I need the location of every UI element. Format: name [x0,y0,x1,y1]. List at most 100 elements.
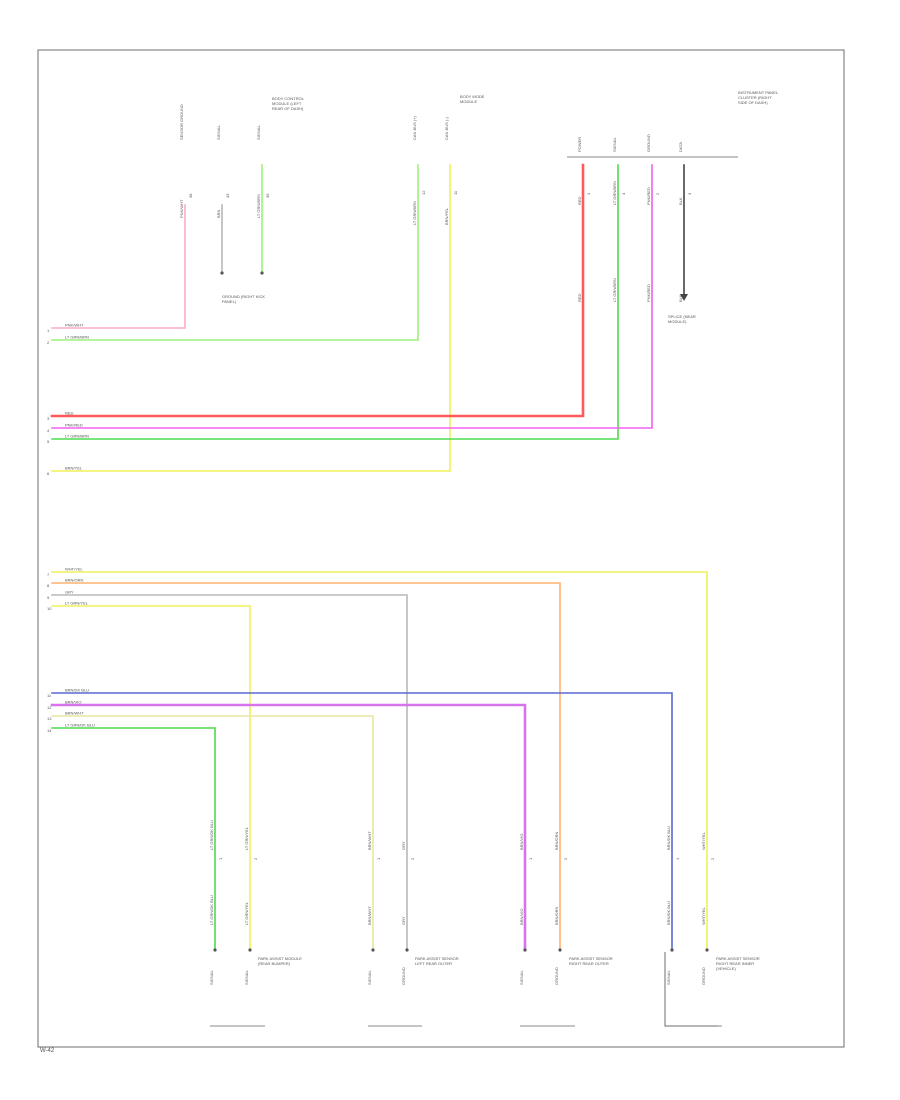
sensor-pin-wire-lower: BRN/WHT [367,906,372,925]
sensor-pin-wire-lower: BRN/ORN [554,906,559,925]
tl-pin-num: 38 [188,193,193,198]
left-wire-number: 6 [47,471,50,476]
sensor-pin-num: 2 [563,857,568,860]
tr-pin-wire-lower: BLK [678,294,683,302]
splice-arrow [680,294,688,301]
tl-pin-label: SIGNAL [256,125,261,140]
sensor-pin-wire: BRN/WHT [367,831,372,850]
tr-pin-wire-lower: PNK/RED [646,284,651,302]
wire-lt-grn-yel-10 [51,605,251,951]
wire-pnk-red-4 [51,164,653,429]
wire-brn-yel-11 [51,164,451,472]
sensor-pin-num: 1 [218,857,223,860]
left-wire-label: PNK/RED [65,423,83,428]
sensor-pin-num: 2 [410,857,415,860]
sensor-pin-label: GROUND [401,967,406,985]
corner-label: W-42 [40,1048,55,1054]
left-wire-number: 13 [47,716,52,721]
wire-brn-wht-13 [51,715,374,951]
sensor-pin [371,948,375,952]
tr-pin-num: 4 [621,192,626,195]
sensor-pin-label: SIGNAL [519,970,524,985]
sensor-pin [558,948,562,952]
tl-pin-label: SENSOR GROUND [179,104,184,140]
sensor-title: PARK ASSIST MODULE(REAR BUMPER) [258,956,302,966]
sensor-pin-wire-lower: BRN/VIO [519,909,524,925]
tl-pin-wire: BRN [216,209,221,218]
tl-pin-num: 36 [265,193,270,198]
left-wire-number: 4 [47,428,50,433]
tm-pin-wire: LT GRN/BRN [412,201,417,225]
tl-pin-label: SIGNAL [216,125,221,140]
tr-pin-wire: LT GRN/BRN [612,181,617,205]
left-wire-number: 14 [47,728,52,733]
left-wire-number: 12 [47,705,52,710]
sensor-pin [523,948,527,952]
left-wire-number: 11 [47,693,52,698]
tm-pin-label: CAN BUS (-) [444,116,449,140]
left-wire-label: LT GRN/BRN [65,434,89,439]
left-wire-label: BRN/ORN [65,578,84,583]
sensor-pin-num: 2 [710,857,715,860]
sensor-pin-wire-lower: WHT/YEL [701,906,706,925]
sensor-pin-wire-lower: GRY [401,916,406,925]
sensor-pin-num: 1 [376,857,381,860]
wire-gry-9 [51,594,408,951]
sensor-pin [670,948,674,952]
left-wire-label: BRN/VIO [65,700,81,705]
left-wire-label: PNK/WHT [65,323,84,328]
tr-pin-label: DATA [678,142,683,152]
wire-lt-grn-brn-5 [51,164,619,440]
left-wire-number: 2 [47,340,50,345]
sensor-pin-wire: GRY [401,841,406,850]
tm-pin-num: 12 [421,190,426,195]
tr-pin-label: POWER [577,137,582,152]
tr-pin-label: SIGNAL [612,137,617,152]
sensor-pin-label: SIGNAL [367,970,372,985]
wire-pnk-wht-1 [51,204,186,329]
tr-pin-wire: BLK [678,197,683,205]
sensor-pin-wire: BRN/DK BLU [666,826,671,850]
sensor-bracket [664,952,718,1027]
sensor-pin-num: 1 [675,857,680,860]
ground-pin [220,271,224,275]
tm-pin-num: 11 [453,190,458,195]
wires-layer [50,156,738,1027]
tl-pin-wire: LT GRN/BRN [256,194,261,218]
left-wire-number: 10 [47,606,52,611]
sensor-pin-label: SIGNAL [209,970,214,985]
wire-lt-grn-brn-2 [51,164,419,341]
left-wire-number: 9 [47,595,50,600]
sensor-pin-label: GROUND [554,967,559,985]
left-wire-label: LT GRN/YEL [65,601,89,606]
wire-brn-dk-blu-11 [51,692,673,951]
left-wire-label: LT GRN/DK BLU [65,723,95,728]
sensor-pin-wire: BRN/ORN [554,831,559,850]
tr-pin-label: GROUND [646,134,651,152]
tr-pin-wire-lower: LT GRN/BRN [612,278,617,302]
left-wire-label: BRN/YEL [65,466,83,471]
sensor-pin-wire-lower: BRN/DK BLU [666,901,671,925]
tl-pin-wire: PNK/WHT [179,199,184,218]
tr-pin-num: 1 [586,192,591,195]
diagram-frame [37,49,845,1048]
sensor-pin-wire-lower: LT GRN/DK BLU [209,895,214,925]
wire-brn-orn-8 [51,582,561,951]
left-wire-number: 1 [47,328,50,333]
sensor-pin-num: 2 [253,857,258,860]
left-wire-number: 7 [47,572,50,577]
sensor-pin [705,948,709,952]
left-wire-label: BRN/WHT [65,711,84,716]
sensor-pin-num: 1 [528,857,533,860]
tm-pin-label: CAN BUS (+) [412,115,417,140]
left-wire-label: GRY [65,590,74,595]
sensor-pin-wire: LT GRN/YEL [244,826,249,850]
left-wire-label: LT GRN/BRN [65,335,89,340]
